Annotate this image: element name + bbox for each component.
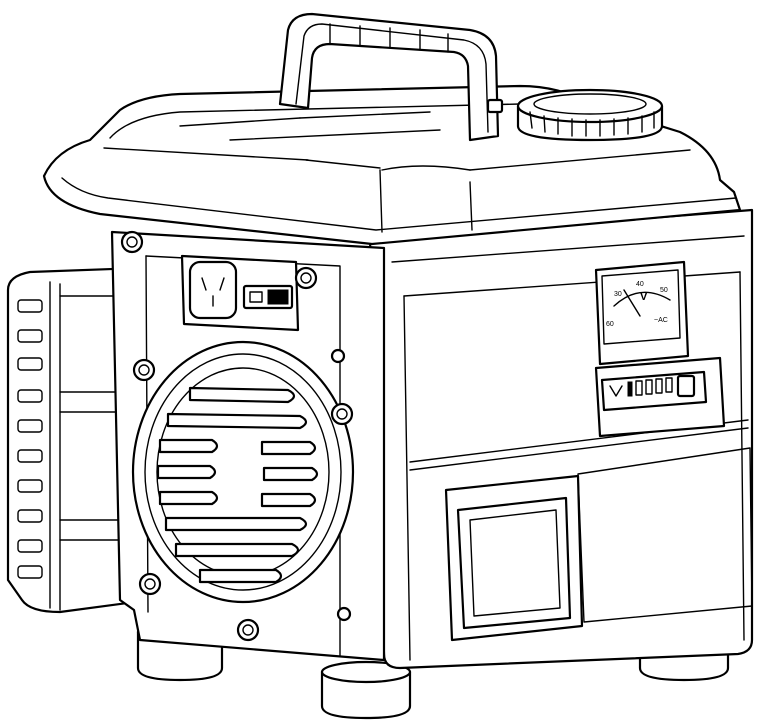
- bolts: [120, 230, 354, 642]
- muffler-slots: [17, 299, 43, 579]
- bolt-icon: [132, 358, 156, 382]
- slider-knob[interactable]: [676, 374, 696, 398]
- bolt-icon: [330, 348, 346, 364]
- outlet-panel: [180, 254, 300, 332]
- foot-front-center: [320, 660, 412, 720]
- meter-scale-left: 30: [614, 291, 622, 298]
- front-panel: [110, 230, 386, 662]
- fan-louvers: [156, 386, 319, 584]
- maintenance-cover: [444, 474, 584, 642]
- carry-handle[interactable]: [278, 12, 504, 142]
- bolt-icon: [330, 402, 354, 426]
- meter-scale-right: 50: [660, 287, 668, 294]
- bolt-icon: [294, 266, 318, 290]
- ac-outlet[interactable]: [188, 260, 238, 320]
- bolt-icon: [138, 572, 162, 596]
- meter-label-right: ~AC: [654, 317, 668, 324]
- meter-scale-mid: 40: [636, 281, 644, 288]
- fan-cover: [131, 340, 355, 604]
- right-side-panel: [368, 208, 754, 670]
- meter-unit: V: [640, 291, 648, 303]
- bolt-icon: [236, 618, 260, 642]
- voltmeter: V 30 40 50 60 ~AC: [594, 260, 690, 366]
- bolt-icon: [336, 606, 352, 622]
- fuel-cap[interactable]: [516, 88, 664, 142]
- meter-label-left: 60: [606, 321, 614, 328]
- bolt-icon: [120, 230, 144, 254]
- choke-slider[interactable]: [594, 356, 726, 438]
